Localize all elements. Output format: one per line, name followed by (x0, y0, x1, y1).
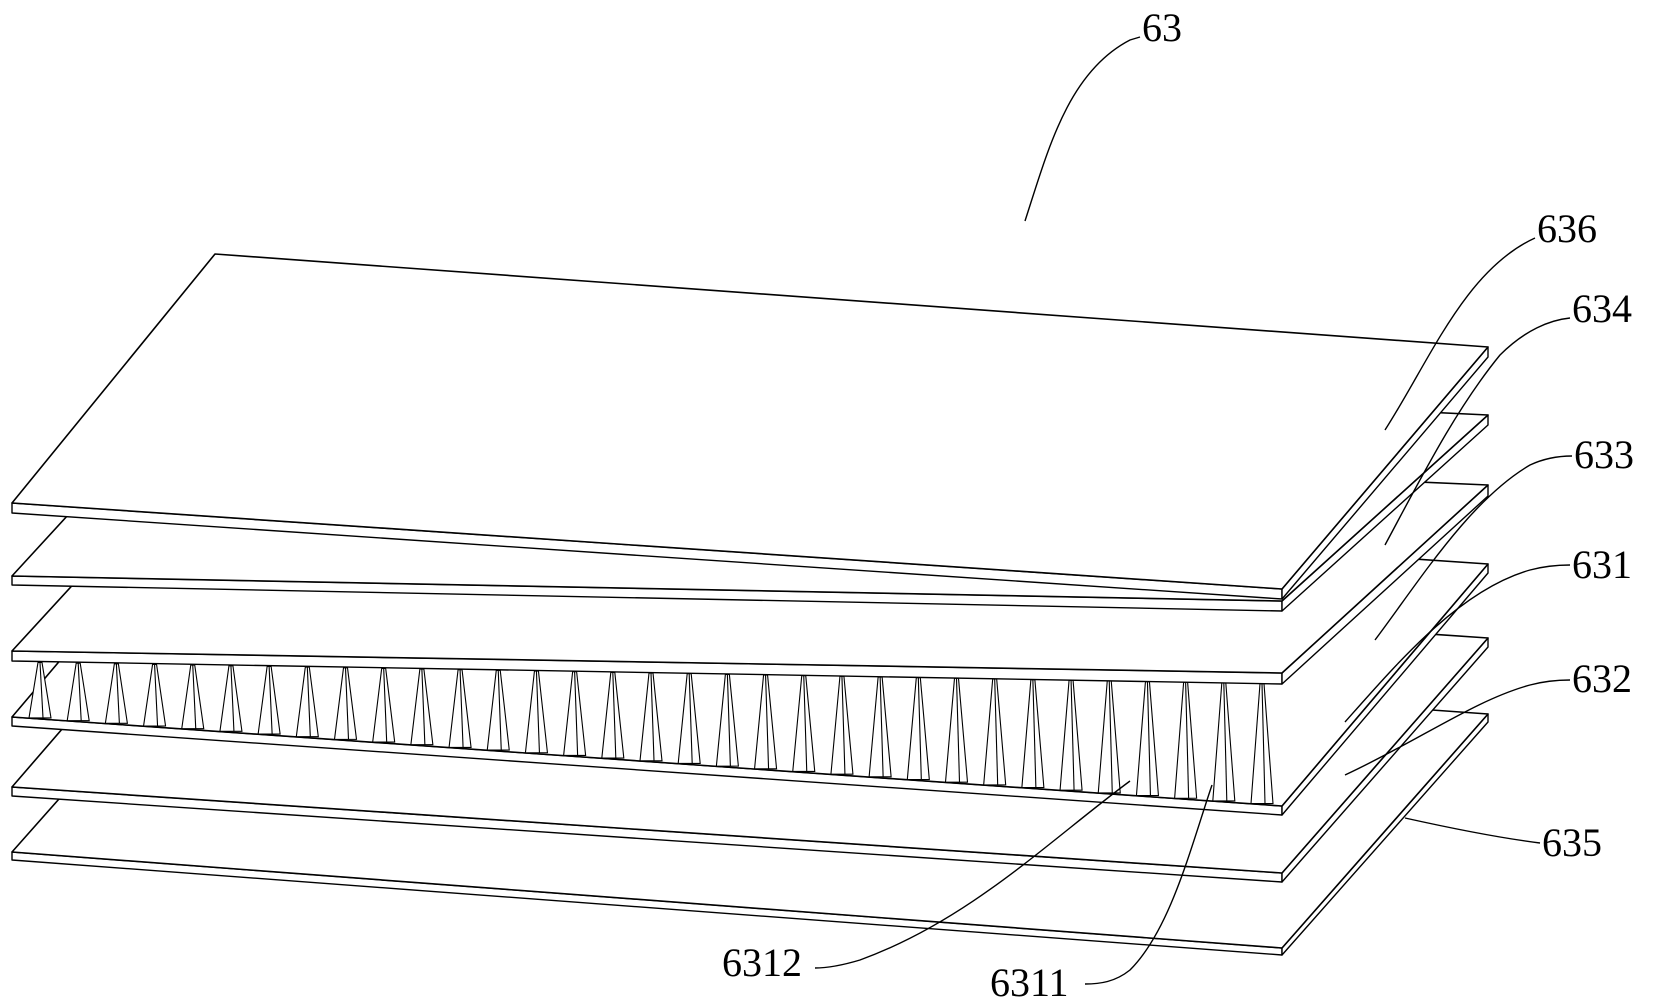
leader-634 (1384, 317, 1571, 546)
fin-ridge (955, 678, 961, 783)
fin-ridge (268, 666, 273, 735)
fin-ridge (1146, 681, 1151, 796)
fin-ridge (344, 667, 350, 740)
leader-6312 (814, 780, 1131, 969)
fin (104, 663, 129, 724)
label-635: 635 (1542, 820, 1602, 865)
leader-63 (1024, 36, 1141, 222)
fin-ridge (497, 670, 502, 751)
label-631: 631 (1572, 542, 1632, 587)
fin-ridge (1108, 680, 1113, 793)
fin (333, 667, 358, 740)
fin-ridge (1261, 683, 1266, 804)
fin-ridge (383, 668, 388, 743)
fin (181, 664, 205, 730)
plate-636 (11, 253, 1489, 600)
fin-ridge (765, 675, 770, 769)
fin-ridge (1223, 682, 1228, 801)
fin (142, 663, 167, 727)
leader-632 (1344, 679, 1571, 776)
fin-ridge (39, 662, 44, 718)
fin-ridge (306, 667, 311, 737)
fin (219, 665, 243, 732)
fin-ridge (1185, 682, 1190, 799)
fin-ridge (421, 669, 426, 745)
fin (28, 661, 52, 719)
fin-ridge (879, 677, 884, 777)
fin-ridge (994, 679, 999, 785)
fin-ridge (574, 671, 579, 756)
fin-ridge (115, 663, 120, 724)
fin-ridge (77, 663, 82, 721)
fin-ridge (230, 665, 235, 732)
fin-ridge (726, 674, 731, 767)
fin (257, 665, 281, 735)
fin-ridge (192, 665, 197, 729)
label-6312: 6312 (722, 940, 802, 985)
label-632: 632 (1572, 656, 1632, 701)
fin-ridge (803, 675, 808, 772)
leader-636 (1384, 237, 1536, 431)
label-634: 634 (1572, 286, 1632, 331)
label-63: 63 (1142, 5, 1182, 50)
fin (295, 666, 319, 738)
label-636: 636 (1537, 206, 1597, 251)
label-633: 633 (1574, 432, 1634, 477)
fin-ridge (841, 676, 846, 775)
fin-ridge (1032, 679, 1037, 788)
leader-6311 (1084, 784, 1213, 985)
fin-ridge (917, 677, 922, 780)
fin-ridge (612, 672, 617, 759)
fin-ridge (688, 673, 693, 764)
fin-ridge (1070, 680, 1075, 791)
fin (66, 662, 90, 722)
fin-ridge (535, 671, 540, 753)
leader-635 (1404, 817, 1541, 844)
fin-ridge (459, 669, 464, 748)
fin-row (28, 661, 1274, 805)
fin-ridge (154, 664, 159, 727)
fin-ridge (650, 673, 655, 761)
leader-633 (1374, 455, 1573, 641)
label-6311: 6311 (990, 960, 1069, 1005)
leader-631 (1344, 564, 1571, 723)
